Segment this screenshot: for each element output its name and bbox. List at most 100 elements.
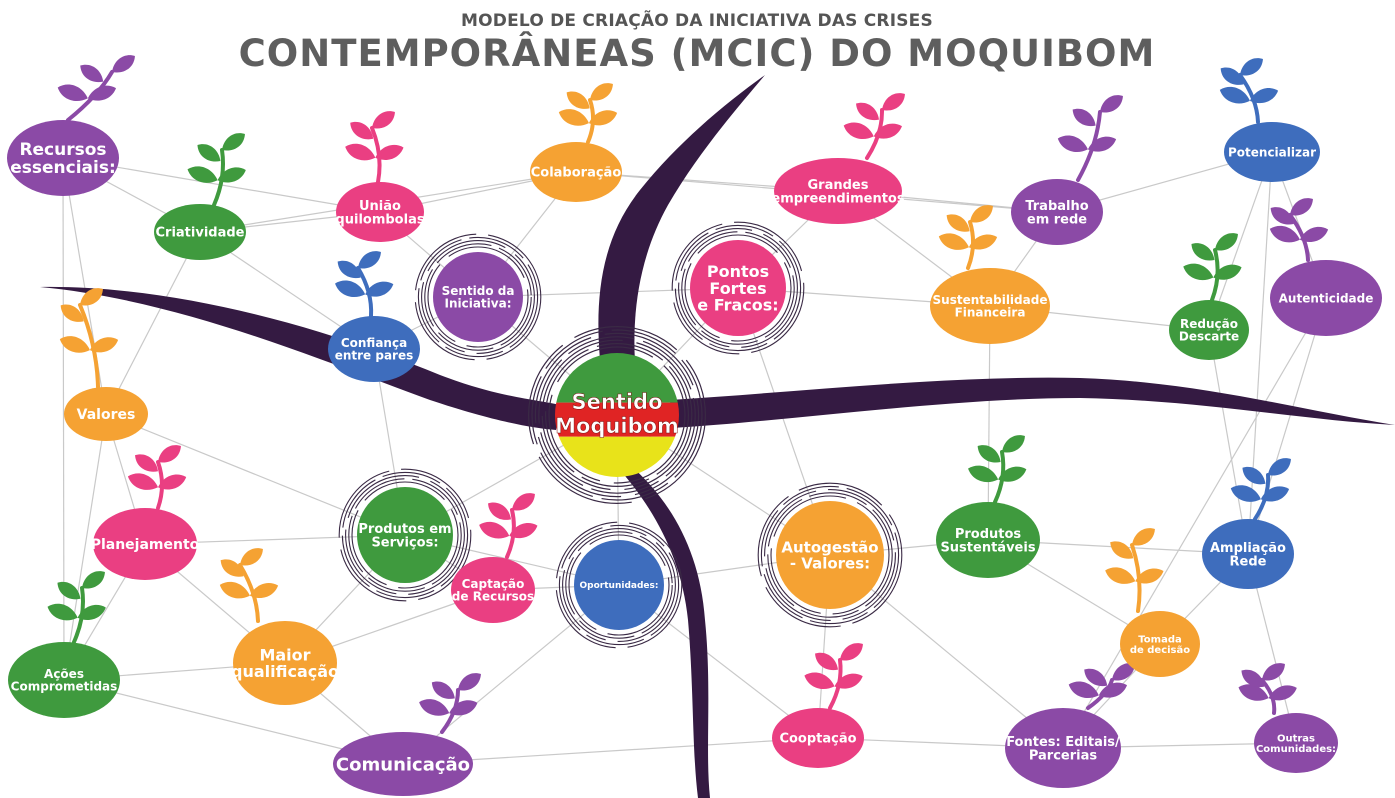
leaf [458,673,481,691]
node-autenticidade[interactable]: Autenticidade [1270,260,1382,336]
node-fontes[interactable]: Fontes: Editais/Parcerias [1005,708,1121,788]
node-blob [530,142,622,202]
leaf [335,280,366,297]
node-criatividade[interactable]: Criatividade [154,204,246,260]
node-label: Comunicação [336,754,470,775]
node-blob [1270,260,1382,336]
hub-label: Serviços: [371,536,438,551]
hub-label: Oportunidades: [580,581,659,591]
root-branch [670,377,1395,428]
leaf [135,454,158,472]
leaf [1057,135,1088,152]
center-ring [534,332,700,498]
hub-ring [678,228,798,348]
leaf [358,251,381,269]
hub-ring [417,236,539,358]
leaf [1262,663,1285,681]
hub-ring [568,534,670,636]
sprout-icon [968,435,1027,504]
node-label: Grandes [808,178,869,193]
sprout-icon [1230,458,1291,521]
node-label: entre pares [335,349,414,363]
leaf [968,234,998,250]
leaf [1268,458,1291,476]
leaf [1068,681,1099,698]
leaf [1299,226,1329,242]
connection-line [105,413,406,536]
leaf [1002,435,1025,453]
node-label: Outras [1277,733,1315,744]
node-colaboracao[interactable]: Colaboração [530,142,622,202]
node-blob [64,387,148,441]
sprout-icon [47,571,106,644]
leaf [479,522,510,539]
hub-oportunidades[interactable]: Oportunidades: [555,521,683,649]
hub-ring [681,231,795,345]
leaf [1268,685,1297,701]
leaf [449,700,478,716]
flag-red-band [555,402,679,437]
hub-autogestao[interactable]: Autogestão- Valores: [757,482,903,628]
center-label-line: Sentido [571,390,662,414]
leaf [431,681,455,699]
leaf [375,144,404,160]
leaf [80,64,104,83]
center-label-line: Moquibom [555,414,679,438]
node-valores[interactable]: Valores [64,387,148,441]
leaf [1105,567,1136,584]
sprout-icon [1068,663,1135,710]
node-label: Cooptação [779,732,856,747]
node-label: Rede [1230,555,1267,570]
node-blob [1005,708,1121,788]
sprout-icon [479,493,538,559]
leaf [1230,485,1261,502]
node-label: Criatividade [156,226,245,241]
node-label: Captação [462,577,525,591]
hub-label: - Valores: [790,554,870,572]
sprout-icon [419,673,481,734]
hub-label: Pontos [707,262,769,281]
node-label: Parcerias [1029,749,1098,764]
leaf [80,288,103,306]
center-ring [531,329,703,501]
node-comunicacao[interactable]: Comunicação [333,732,473,796]
node-blob [7,120,119,196]
node-planejamento[interactable]: Planejamento [91,508,200,580]
leaf [1260,486,1290,502]
leaf [219,581,250,599]
leaf [1242,466,1266,485]
leaf [1238,684,1269,701]
leaf [197,144,221,162]
node-label: de decisão [1130,645,1190,656]
leaf [1219,87,1250,104]
node-potencializar[interactable]: Potencializar [1224,122,1320,182]
hub-circle [776,501,884,609]
title-line-2: CONTEMPORÂNEAS (MCIC) DO MOQUIBOM [239,31,1156,75]
hub-ring [555,521,683,649]
node-cooptacao[interactable]: Cooptação [772,708,864,768]
hub-circle [433,252,523,342]
node-blob [774,158,902,224]
leaf [222,133,245,151]
center-ring [548,346,686,484]
